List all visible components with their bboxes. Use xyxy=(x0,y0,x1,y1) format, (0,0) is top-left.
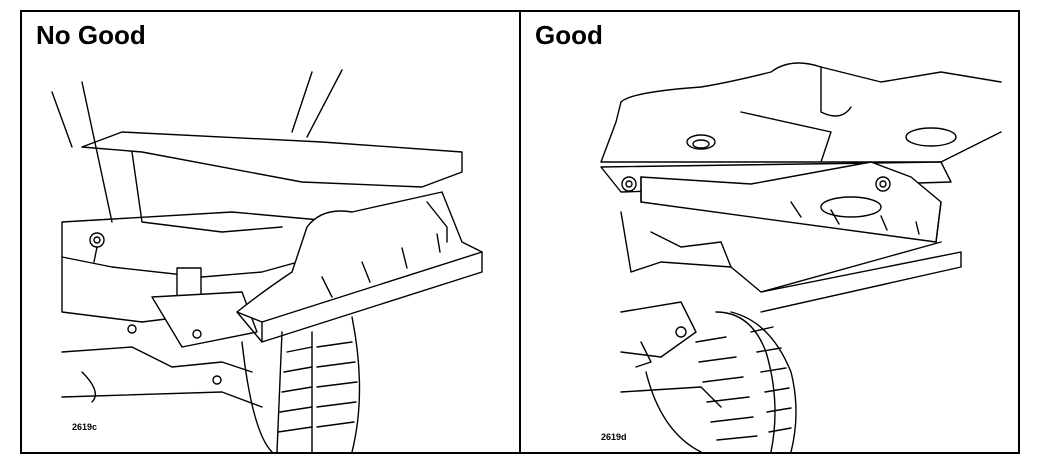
body-line xyxy=(81,81,113,223)
small-bolt xyxy=(675,326,687,338)
panel-crease xyxy=(740,111,832,163)
bolt-center xyxy=(93,236,101,244)
arm xyxy=(650,231,732,268)
small-bolt xyxy=(192,329,202,339)
tire-outline xyxy=(241,341,273,452)
bracket-block xyxy=(176,267,202,299)
body-hole xyxy=(905,127,957,147)
lower-arm xyxy=(620,386,722,408)
bracket-ribs xyxy=(321,233,441,298)
hitch-bracket xyxy=(236,191,483,323)
body-line xyxy=(51,91,73,148)
small-bolt xyxy=(127,324,137,334)
tread-pattern xyxy=(750,326,792,433)
mount-bolt xyxy=(621,176,637,192)
mount-bolt-center xyxy=(879,180,887,188)
figure-code: 2619d xyxy=(601,432,627,442)
bracket-ribs xyxy=(790,201,920,235)
tire-tread xyxy=(276,331,283,452)
body-edge xyxy=(131,151,283,233)
comparison-figure: No Good 2619c xyxy=(20,10,1020,454)
panel-title-no-good: No Good xyxy=(36,20,146,50)
frame-rail xyxy=(61,211,353,278)
rail-lower xyxy=(760,251,962,313)
cable xyxy=(81,371,96,403)
underbody-panel xyxy=(81,131,463,188)
tire-outline xyxy=(715,311,776,452)
clip xyxy=(635,341,652,368)
panel-crease xyxy=(820,66,852,117)
axle-line xyxy=(61,346,253,373)
grommet-inner xyxy=(692,139,710,149)
no-good-illustration xyxy=(51,69,483,452)
body-contour xyxy=(620,62,1002,103)
bracket-lower-edge xyxy=(236,251,483,343)
good-illustration xyxy=(600,62,1002,452)
panel-divider xyxy=(519,12,521,452)
body-line xyxy=(306,69,343,138)
mount-bolt-center xyxy=(625,180,633,188)
bolt-head xyxy=(89,232,105,248)
mount-bolt xyxy=(875,176,891,192)
tread-pattern xyxy=(316,341,358,428)
body-edge xyxy=(600,101,1002,163)
panel-good: Good 2619d xyxy=(521,12,1018,452)
bracket-flange xyxy=(426,201,448,243)
panel-no-good: No Good 2619c xyxy=(22,12,519,452)
bracket-edge xyxy=(640,176,942,243)
tire-outline xyxy=(645,371,702,452)
tread-pattern xyxy=(277,346,313,433)
body-line xyxy=(291,71,313,133)
figure-code: 2619c xyxy=(72,422,98,432)
lower-arm xyxy=(61,391,263,408)
tire-outline xyxy=(730,311,797,452)
grommet xyxy=(686,134,716,150)
mount-plate xyxy=(151,291,258,348)
small-bolt xyxy=(212,375,222,385)
panel-title-good: Good xyxy=(535,20,603,50)
spring-seat xyxy=(820,196,882,218)
bolt-stem xyxy=(93,246,98,263)
tire-outline xyxy=(351,316,361,452)
crossmember xyxy=(620,211,942,293)
tread-pattern xyxy=(695,336,758,441)
